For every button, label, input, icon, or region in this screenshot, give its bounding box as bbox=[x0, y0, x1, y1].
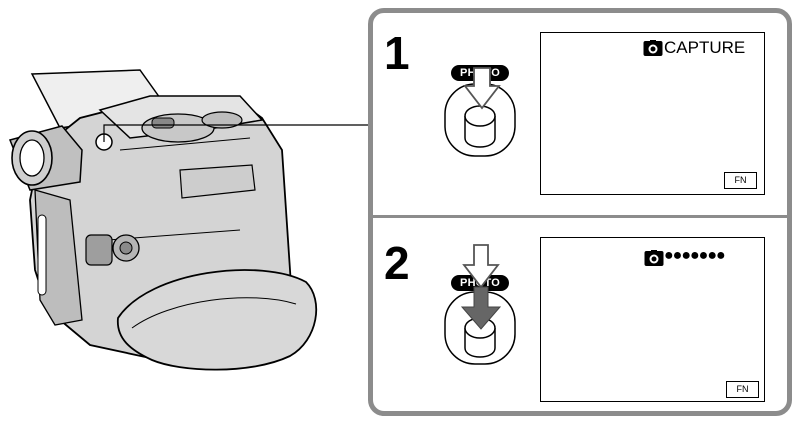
steps-divider bbox=[368, 215, 792, 218]
press-arrow-icon bbox=[460, 244, 502, 330]
camera-icon bbox=[643, 40, 663, 56]
step-number: 1 bbox=[384, 27, 410, 79]
lcd-screen bbox=[540, 32, 765, 195]
screen-progress-dots: ●●●●●●● bbox=[664, 247, 726, 264]
fn-button: FN bbox=[726, 381, 759, 398]
lcd-screen bbox=[540, 237, 765, 402]
step-number: 2 bbox=[384, 237, 410, 289]
press-arrow-icon bbox=[463, 67, 501, 110]
fn-button: FN bbox=[724, 172, 757, 189]
camera-icon bbox=[644, 250, 664, 266]
camcorder-illustration bbox=[8, 69, 370, 371]
screen-capture-text: CAPTURE bbox=[664, 38, 746, 57]
photo-button-illustration bbox=[444, 83, 516, 157]
